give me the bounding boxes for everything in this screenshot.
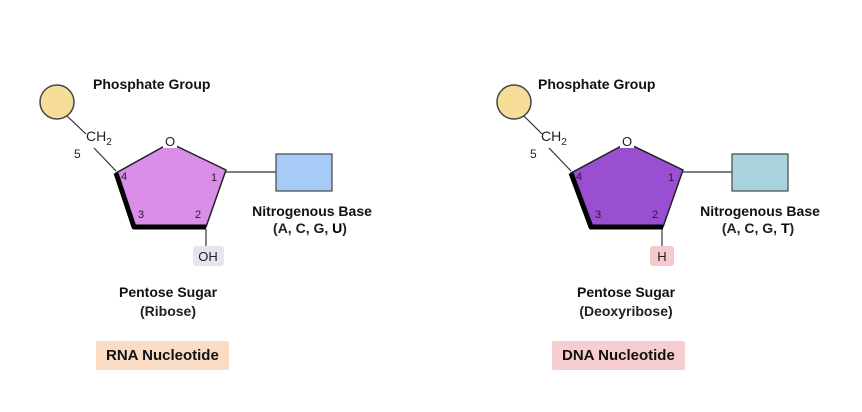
rna-base-label: Nitrogenous Base [252, 203, 372, 219]
dna-base-letters: (A, C, G, T) [722, 220, 794, 236]
dna-hydrogen-label: H [657, 249, 666, 264]
dna-oxygen-label: O [622, 134, 632, 149]
rna-ch2-bond [93, 147, 117, 172]
rna-ribose-pentagon [115, 142, 227, 228]
dna-ch2-label: CH2 [541, 128, 567, 148]
dna-carbon-3-label: 3 [595, 209, 601, 221]
dna-sugar-label: Pentose Sugar [577, 284, 676, 300]
dna-carbon-1-label: 1 [668, 172, 674, 184]
rna-carbon-2-label: 2 [195, 209, 201, 221]
dna-phosphate-bond [523, 115, 543, 135]
rna-base-box [275, 153, 333, 192]
rna-base-letters: (A, C, G, U) [273, 220, 347, 236]
dna-carbon-2-label: 2 [652, 209, 658, 221]
dna-ch2-bond [548, 147, 572, 172]
rna-hydroxyl-bg [193, 246, 224, 266]
rna-carbon-3-label: 3 [138, 209, 144, 221]
dna-carbon-4-label: 4 [576, 171, 582, 183]
rna-nucleotide-badge: RNA Nucleotide [96, 341, 229, 370]
dna-phosphate-circle [496, 84, 532, 120]
rna-carbon-5-label: 5 [74, 147, 81, 161]
rna-oxygen-backdrop [163, 134, 177, 148]
rna-phosphate-label: Phosphate Group [93, 76, 210, 92]
dna-nucleotide-badge: DNA Nucleotide [552, 341, 685, 370]
dna-base-label: Nitrogenous Base [700, 203, 820, 219]
rna-sugar-label: Pentose Sugar [119, 284, 218, 300]
dna-deoxyribose-bold-edge [568, 172, 663, 230]
rna-phosphate-bond [66, 115, 87, 135]
rna-phosphate-circle [39, 84, 75, 120]
dna-phosphate-label: Phosphate Group [538, 76, 655, 92]
dna-oxygen-backdrop [620, 134, 634, 148]
dna-carbon-5-label: 5 [530, 147, 537, 161]
rna-sugar-type: (Ribose) [140, 303, 196, 319]
rna-carbon-4-label: 4 [121, 171, 127, 183]
rna-carbon-1-label: 1 [211, 172, 217, 184]
rna-hydroxyl-label: OH [198, 249, 218, 264]
rna-nucleotide: Phosphate Group CH2 5 O 1 2 3 4 Nitrogen… [39, 76, 372, 319]
dna-hydrogen-bg [650, 246, 674, 266]
dna-sugar-type: (Deoxyribose) [579, 303, 672, 319]
dna-base-box [731, 153, 789, 192]
rna-ch2-label: CH2 [86, 128, 112, 148]
dna-nucleotide: Phosphate Group CH2 5 O 1 2 3 4 Nitrogen… [496, 76, 820, 319]
rna-oxygen-label: O [165, 134, 175, 149]
rna-ribose-bold-edge [113, 172, 206, 230]
